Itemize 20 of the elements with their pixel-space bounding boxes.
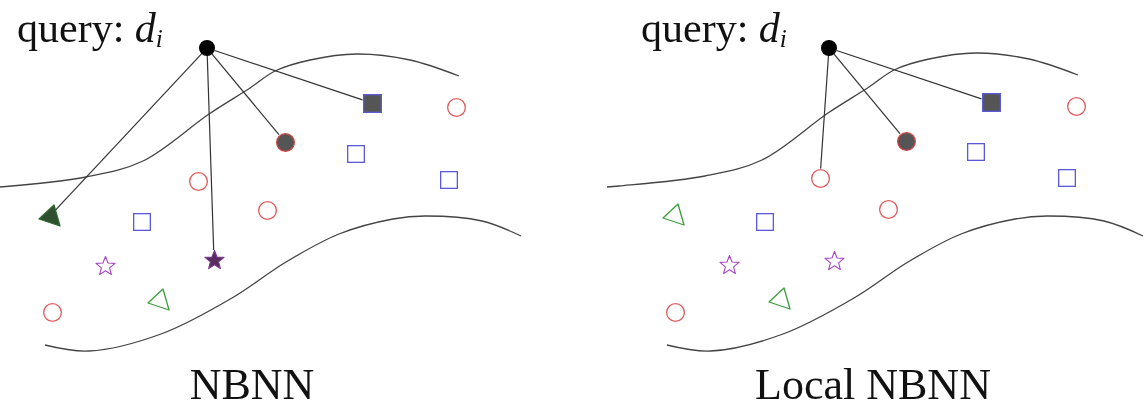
circle-point	[895, 130, 917, 152]
connecting-line	[833, 53, 901, 135]
query-label: query: d$_{i}$	[641, 7, 787, 49]
query-point	[198, 39, 216, 57]
connecting-line	[211, 53, 280, 136]
connecting-line	[214, 49, 364, 101]
triangle-point	[38, 204, 62, 228]
square-point	[361, 92, 383, 114]
query-point	[820, 39, 838, 57]
connecting-line	[836, 49, 983, 100]
panel-caption: Local NBNN	[755, 363, 991, 407]
star-point	[202, 248, 226, 272]
panel-caption: NBNN	[189, 363, 315, 407]
square-point	[980, 91, 1002, 113]
query-label: query: d$_{i}$	[17, 7, 163, 49]
circle-point	[274, 131, 296, 153]
connecting-line	[820, 55, 830, 170]
connecting-line	[206, 55, 215, 251]
circle-point	[809, 167, 831, 189]
connecting-line	[54, 53, 203, 211]
